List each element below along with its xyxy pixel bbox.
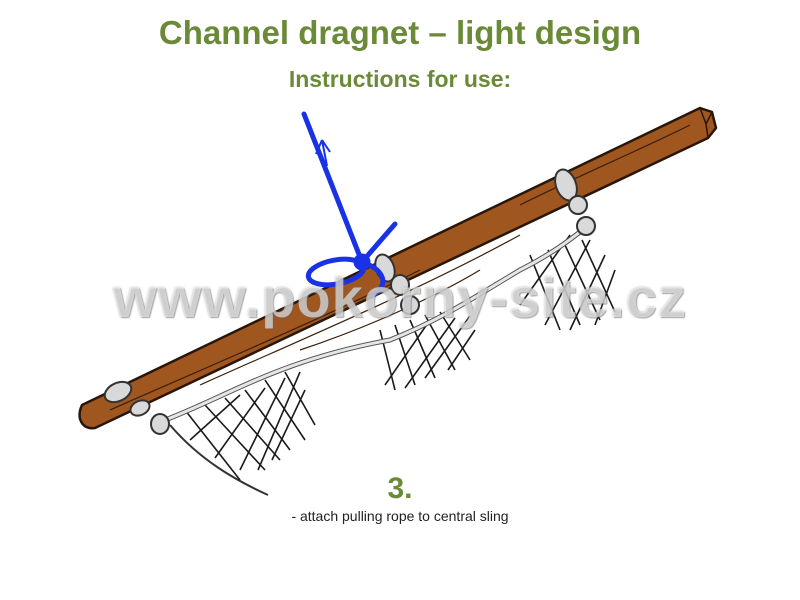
sling-left bbox=[103, 380, 170, 435]
net-right bbox=[519, 234, 616, 331]
net-bottom-edge bbox=[169, 424, 269, 496]
net-left bbox=[184, 371, 316, 481]
step-number: 3. bbox=[387, 472, 413, 505]
sling-right bbox=[554, 168, 596, 236]
page-title: Channel dragnet – light design bbox=[158, 14, 642, 51]
page-subtitle: Instructions for use: bbox=[288, 66, 512, 92]
watermark: www.pokorny-site.cz bbox=[113, 266, 687, 329]
pulling-rope bbox=[301, 111, 398, 299]
step-instruction: - attach pulling rope to central sling bbox=[291, 508, 509, 524]
pull-direction-arrow-icon bbox=[315, 139, 331, 167]
